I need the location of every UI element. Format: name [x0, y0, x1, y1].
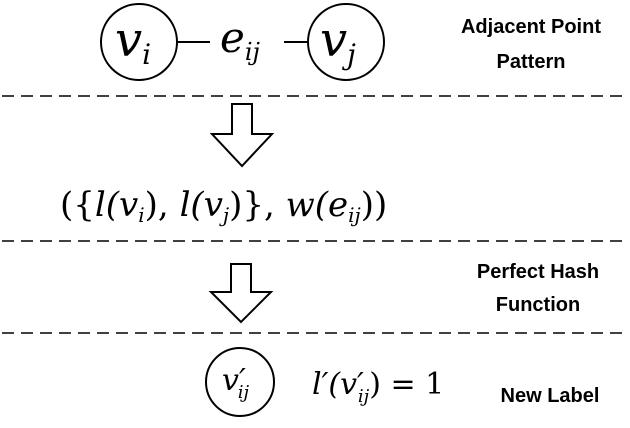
label-adjacent-point: Adjacent Point: [461, 16, 601, 38]
down-arrow-icon: [209, 103, 275, 168]
label-perfect-hash: Perfect Hash: [477, 261, 599, 283]
tuple-expression: ({l(vi), l(vj)}, w(eij)): [60, 185, 387, 227]
label-new-label: New Label: [501, 385, 600, 407]
node-vi-circle: [100, 3, 178, 81]
node-vj-circle: [307, 3, 385, 81]
new-label-equation: l′(v′ij) = 1: [312, 367, 444, 407]
node-vj-text: vj: [320, 12, 356, 71]
node-vij-prime-text: v′ij: [222, 363, 250, 403]
down-arrow-icon: [208, 263, 274, 324]
node-vij-prime-circle: [205, 347, 275, 417]
edge-eij-text: eij: [220, 13, 261, 66]
label-pattern: Pattern: [497, 51, 566, 73]
node-vi-text: vi: [115, 12, 151, 71]
label-function: Function: [496, 294, 580, 316]
